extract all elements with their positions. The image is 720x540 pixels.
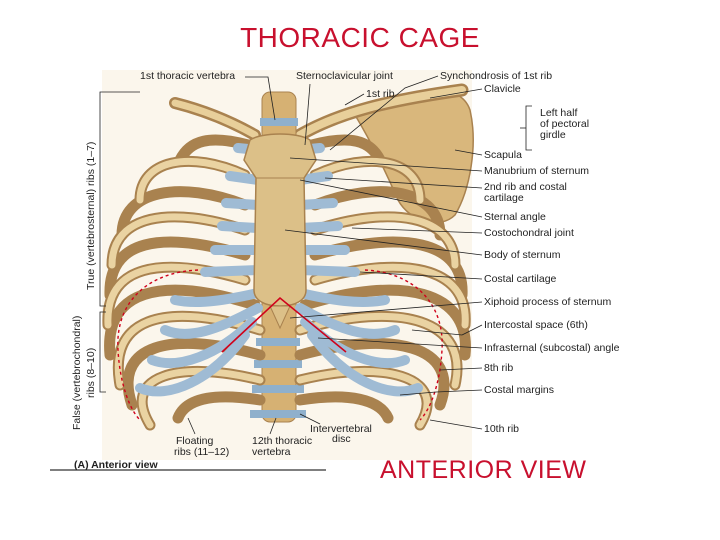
label-clavicle: Clavicle <box>484 83 521 95</box>
label-eighth-rib: 8th rib <box>484 362 513 374</box>
label-twelfth-2: vertebra <box>252 446 291 458</box>
label-synchondrosis: Synchondrosis of 1st rib <box>440 70 552 82</box>
label-floating-2: ribs (11–12) <box>174 446 229 458</box>
costal-margin-right <box>364 269 443 421</box>
false-ribs-label-line1: False (vertebrochondral) <box>71 316 83 430</box>
view-subtitle: ANTERIOR VIEW <box>380 456 587 484</box>
label-sternal-angle: Sternal angle <box>484 211 546 223</box>
panel-caption: (A) Anterior view <box>74 459 158 471</box>
label-body-of-sternum: Body of sternum <box>484 249 561 261</box>
page-title: THORACIC CAGE <box>240 22 480 53</box>
label-tenth-rib: 10th rib <box>484 423 519 435</box>
label-xiphoid: Xiphoid process of sternum <box>484 296 611 308</box>
label-floating-1: Floating <box>176 435 214 447</box>
label-sternoclavicular-joint: Sternoclavicular joint <box>296 70 393 82</box>
label-first-rib: 1st rib <box>366 88 395 100</box>
label-left-half-1: Left half <box>540 107 577 119</box>
label-ivd-2: disc <box>332 433 351 445</box>
label-manubrium: Manubrium of sternum <box>484 165 589 177</box>
label-first-thoracic-vertebra: 1st thoracic vertebra <box>140 70 235 82</box>
right-leader-lines <box>284 88 483 430</box>
label-ivd-1: Intervertebral <box>310 423 372 435</box>
label-left-half-2: of pectoral <box>540 118 589 130</box>
true-ribs-label: True (vertebrosternal) ribs (1–7) <box>85 142 97 290</box>
label-infrasternal-angle: Infrasternal (subcostal) angle <box>484 342 620 354</box>
label-scapula: Scapula <box>484 149 522 161</box>
label-left-half-3: girdle <box>540 129 566 141</box>
label-costal-margins: Costal margins <box>484 384 554 396</box>
sternum <box>243 133 317 330</box>
false-ribs-label-line2: ribs (8–10) <box>85 348 97 398</box>
label-intercostal-space: Intercostal space (6th) <box>484 319 588 331</box>
label-second-rib-2: cartilage <box>484 192 524 204</box>
rib-group-brackets <box>99 91 140 393</box>
label-second-rib-1: 2nd rib and costal <box>484 181 567 193</box>
costal-margin-left <box>117 269 199 421</box>
label-costal-cartilage: Costal cartilage <box>484 273 557 285</box>
costal-cartilages <box>135 143 423 397</box>
infrasternal-angle-lines <box>221 296 347 353</box>
label-costochondral-joint: Costochondral joint <box>484 227 574 239</box>
label-twelfth-1: 12th thoracic <box>252 435 312 447</box>
